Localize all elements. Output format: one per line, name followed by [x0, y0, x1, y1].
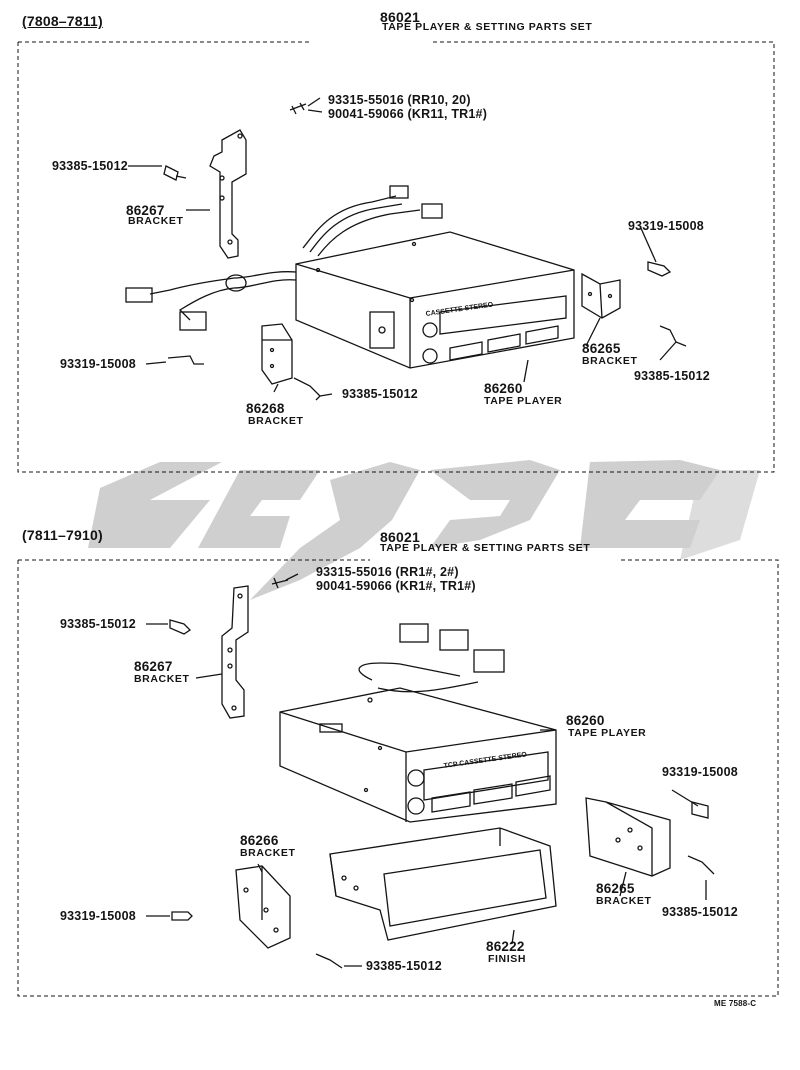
- bracket-left-number-bottom: 86267: [134, 659, 173, 674]
- player-number-top: 86260: [484, 381, 523, 396]
- watermark-logo: [88, 460, 760, 600]
- bottom-parts-drawing: [146, 573, 715, 969]
- faceplate-bottom: TCP CASSETTE STEREO: [443, 751, 528, 770]
- screw-a-line2-top: 90041-59066 (KR11, TR1#): [328, 107, 488, 121]
- bracket-bottom-name-bottom: BRACKET: [240, 847, 296, 859]
- bracket-right-name-top: BRACKET: [582, 355, 638, 367]
- date-range-bottom: (7811–7910): [22, 527, 103, 543]
- bracket-bottom-number-bottom: 86266: [240, 833, 279, 848]
- screw-b-label-bottom: 93385-15012: [60, 617, 136, 631]
- player-name-top: TAPE PLAYER: [484, 395, 563, 407]
- screw-d-label-bottom: 93385-15012: [662, 905, 738, 919]
- player-name-bottom: TAPE PLAYER: [568, 727, 647, 739]
- bracket-bottom-name-top: BRACKET: [248, 415, 304, 427]
- faceplate-top: CASSETTE STEREO: [425, 301, 494, 317]
- screw-f-label-top: 93385-15012: [342, 387, 418, 401]
- bracket-left-name-bottom: BRACKET: [134, 673, 190, 685]
- screw-e-label-top: 93319-15008: [60, 357, 136, 371]
- player-number-bottom: 86260: [566, 713, 605, 728]
- top-parts-drawing: [125, 97, 687, 401]
- screw-b-label-top: 93385-15012: [52, 159, 128, 173]
- bracket-left-number-top: 86267: [126, 203, 165, 218]
- bracket-bottom-number-top: 86268: [246, 401, 285, 416]
- bracket-right-name-bottom: BRACKET: [596, 895, 652, 907]
- bracket-right-number-bottom: 86265: [596, 881, 635, 896]
- date-range-top: (7808–7811): [22, 13, 103, 29]
- set-name-bottom: TAPE PLAYER & SETTING PARTS SET: [380, 542, 591, 554]
- set-number-bottom: 86021: [380, 529, 420, 545]
- screw-a-line1-top: 93315-55016 (RR10, 20): [328, 93, 471, 107]
- bracket-left-name-top: BRACKET: [128, 215, 184, 227]
- screw-a-line1-bottom: 93315-55016 (RR1#, 2#): [316, 565, 459, 579]
- screw-c-label-top: 93319-15008: [628, 219, 704, 233]
- screw-a-line2-bottom: 90041-59066 (KR1#, TR1#): [316, 579, 476, 593]
- screw-d-label-top: 93385-15012: [634, 369, 710, 383]
- screw-e-label-bottom: 93319-15008: [60, 909, 136, 923]
- bracket-right-number-top: 86265: [582, 341, 621, 356]
- finish-name-bottom: FINISH: [488, 953, 527, 965]
- screw-c-label-bottom: 93319-15008: [662, 765, 738, 779]
- screw-f-label-bottom: 93385-15012: [366, 959, 442, 973]
- bottom-section-frame: [17, 559, 779, 997]
- top-section-frame: [17, 41, 775, 473]
- figure-code: ME 7588-C: [714, 999, 757, 1008]
- set-number-top: 86021: [380, 9, 420, 25]
- set-name-top: TAPE PLAYER & SETTING PARTS SET: [382, 21, 593, 33]
- finish-number-bottom: 86222: [486, 939, 525, 954]
